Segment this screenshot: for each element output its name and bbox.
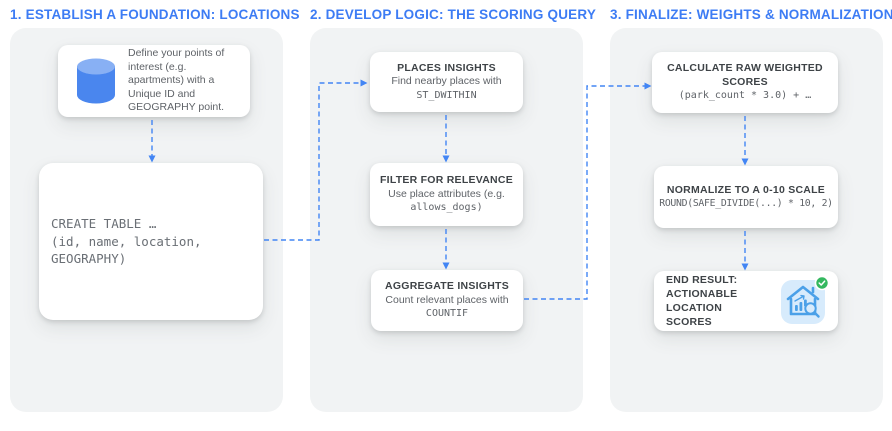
card-filter-relevance: FILTER FOR RELEVANCE Use place attribute…	[370, 163, 523, 226]
check-badge-icon	[814, 275, 830, 291]
aggregate-insights-body: Count relevant places with	[385, 293, 509, 306]
card-define-points: Define your points of interest (e.g. apa…	[58, 45, 250, 117]
calculate-scores-title: CALCULATE RAW WEIGHTED SCORES	[667, 62, 823, 88]
filter-relevance-body: Use place attributes (e.g.	[388, 187, 505, 200]
aggregate-insights-title: AGGREGATE INSIGHTS	[385, 280, 509, 293]
normalize-scale-code: ROUND(SAFE_DIVIDE(...) * 10, 2)	[659, 198, 833, 209]
aggregate-insights-code: COUNTIF	[425, 308, 469, 320]
end-result-title: END RESULT: ACTIONABLE LOCATION SCORES	[666, 274, 738, 328]
places-insights-code: ST_DWITHIN	[416, 89, 477, 101]
places-insights-title: PLACES INSIGHTS	[397, 61, 496, 74]
card-places-insights: PLACES INSIGHTS Find nearby places with …	[370, 52, 523, 112]
house-analytics-icon	[780, 275, 830, 327]
database-icon	[75, 57, 117, 105]
filter-relevance-code: allows_dogs)	[410, 202, 483, 214]
calculate-scores-code: (park_count * 3.0) + …	[678, 90, 812, 102]
column-3-header: 3. FINALIZE: WEIGHTS & NORMALIZATION	[610, 7, 892, 22]
create-table-code: CREATE TABLE … (id, name, location, GEOG…	[51, 216, 202, 267]
column-1-header: 1. ESTABLISH A FOUNDATION: LOCATIONS	[10, 7, 300, 22]
card-calculate-weighted-scores: CALCULATE RAW WEIGHTED SCORES (park_coun…	[652, 52, 838, 113]
define-points-text: Define your points of interest (e.g. apa…	[128, 47, 225, 114]
card-normalize-scale: NORMALIZE TO A 0-10 SCALE ROUND(SAFE_DIV…	[654, 166, 838, 228]
filter-relevance-title: FILTER FOR RELEVANCE	[380, 174, 513, 187]
places-insights-body: Find nearby places with	[391, 75, 502, 88]
card-end-result: END RESULT: ACTIONABLE LOCATION SCORES	[654, 271, 838, 331]
normalize-scale-title: NORMALIZE TO A 0-10 SCALE	[666, 183, 826, 196]
card-create-table: CREATE TABLE … (id, name, location, GEOG…	[39, 163, 263, 320]
column-2-header: 2. DEVELOP LOGIC: THE SCORING QUERY	[310, 7, 597, 22]
card-aggregate-insights: AGGREGATE INSIGHTS Count relevant places…	[371, 270, 523, 331]
